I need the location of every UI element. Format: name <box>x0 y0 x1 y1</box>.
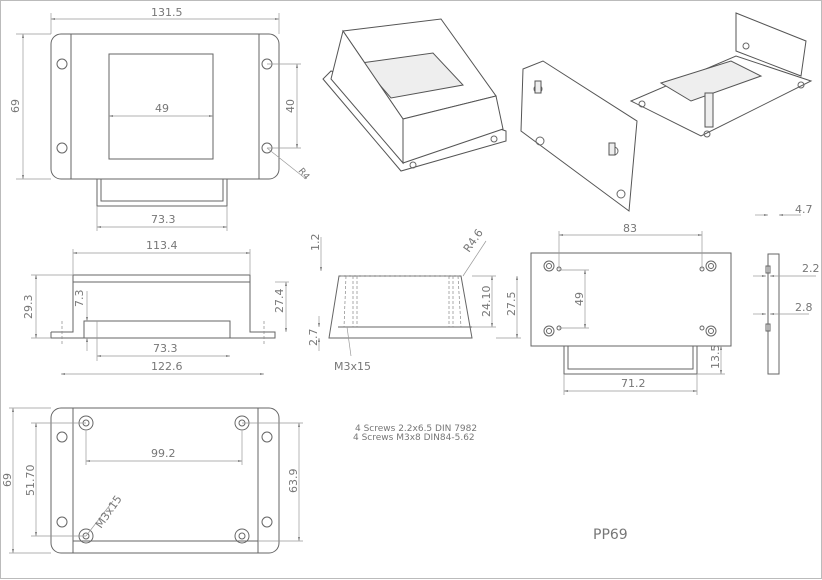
dim-a: 4.7 <box>795 203 813 216</box>
isometric-plate-view <box>520 60 638 212</box>
dim-height: 69 <box>9 99 22 113</box>
plate-view: 83 49 13.5 71.2 <box>530 222 732 395</box>
dim-c: 2.8 <box>795 301 813 314</box>
note-screws-1: 4 Screws 2.2x6.5 DIN 7982 <box>355 424 477 434</box>
dim-inner: 63.9 <box>287 469 300 494</box>
dim-height: 69 <box>1 473 14 487</box>
screw-label: M3x15 <box>93 493 125 531</box>
dim-hole-spacing: 40 <box>284 99 297 113</box>
dim-top: 113.4 <box>146 239 178 252</box>
top-view: 131.5 69 49 40 R4 73.3 <box>9 6 311 231</box>
dim-hole-y: 49 <box>573 292 586 306</box>
dim-radius: R4 <box>296 167 312 183</box>
drawing-title: PP69 <box>593 527 628 543</box>
dim-wall: 1.2 <box>309 234 322 252</box>
dim-inner: 24.10 <box>480 286 493 318</box>
dim-outer: 27.5 <box>505 292 518 317</box>
dim-hole-x: 99.2 <box>151 447 176 460</box>
dim-slot-depth: 7.3 <box>73 290 86 308</box>
dim-width: 131.5 <box>151 6 183 19</box>
dim-overall: 122.6 <box>151 360 183 373</box>
isometric-base-view <box>629 12 813 138</box>
dim-slot: 73.3 <box>153 342 178 355</box>
dim-base: 2.7 <box>307 329 320 347</box>
side-view: 113.4 29.3 7.3 27.4 73.3 122.6 <box>22 239 289 375</box>
dim-lip: 73.3 <box>151 213 176 226</box>
dim-height: 29.3 <box>22 295 35 320</box>
bottom-view: 69 51.70 99.2 63.9 M3x15 <box>1 407 303 554</box>
dim-lip-height: 13.5 <box>709 345 722 370</box>
dim-hole-x: 83 <box>623 222 637 235</box>
profile-view: 4.7 2.2 2.8 <box>753 203 820 375</box>
isometric-box-view <box>322 18 507 172</box>
dim-window: 49 <box>155 102 169 115</box>
screw-label: M3x15 <box>334 360 371 373</box>
dim-b: 2.2 <box>802 262 820 275</box>
note-screws-2: 4 Screws M3x8 DIN84-5.62 <box>353 433 475 443</box>
dim-radius: R4.6 <box>461 227 486 255</box>
dim-body: 27.4 <box>273 289 286 314</box>
dim-hole-y: 51.70 <box>24 465 37 497</box>
section-view: 1.2 R4.6 24.10 27.5 2.7 M3x15 <box>307 227 521 373</box>
dim-lip-width: 71.2 <box>621 377 646 390</box>
